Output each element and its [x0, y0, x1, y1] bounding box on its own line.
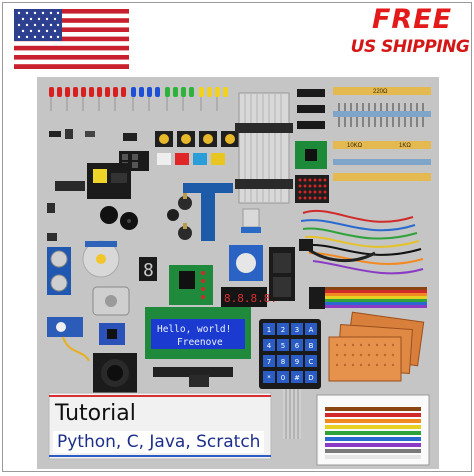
resistor-label-1k: 1KΩ	[399, 143, 411, 149]
proto-boards	[328, 311, 425, 382]
us-shipping-subtitle: US SHIPPING	[350, 37, 470, 57]
membrane-keypad: 1 2 3 A 4 5 6 B 7 8 9 C * 0 # D	[259, 319, 321, 439]
keypad-key: B	[309, 342, 314, 350]
lcd-display: Hello, world! Freenove	[145, 307, 251, 359]
keypad-key: #	[294, 374, 300, 382]
resistor-label-10k: 10KΩ	[347, 143, 363, 149]
keypad-key: 3	[295, 326, 299, 334]
keypad-key: 8	[281, 358, 285, 366]
keypad-key: 5	[281, 342, 285, 350]
keypad-key: A	[309, 326, 314, 334]
free-shipping-title: FREE	[371, 4, 453, 35]
keypad-key: 7	[267, 358, 271, 366]
tutorial-languages: Python, C, Java, Scratch	[53, 431, 265, 453]
keypad-key: 4	[267, 342, 272, 350]
tutorial-title: Tutorial	[55, 401, 136, 426]
keypad-key: 1	[267, 326, 271, 334]
seven-segment-four-digit: 8.8.8.8.	[224, 292, 277, 305]
rainbow-ribbon	[309, 287, 427, 309]
keypad-key: 9	[295, 358, 299, 366]
jumper-wires	[300, 209, 424, 275]
resistor-label-220: 220Ω	[373, 89, 388, 95]
keypad-key: 2	[281, 326, 285, 334]
seven-segment-single: 8	[143, 260, 154, 281]
resistor-color-card	[316, 394, 430, 466]
dot-matrix	[295, 175, 329, 203]
ultrasonic-sensor	[47, 247, 71, 295]
keypad-key: C	[309, 358, 314, 366]
joystick	[93, 353, 137, 393]
button-caps	[155, 131, 239, 165]
keypad-key: D	[308, 374, 313, 382]
product-image: FREE US SHIPPING	[2, 2, 472, 472]
keypad-key: 0	[281, 374, 285, 382]
keypad-key: 6	[295, 342, 300, 350]
lcd-line-1: Hello, world!	[157, 324, 231, 335]
ribbon-cable	[235, 92, 293, 204]
led-row	[49, 87, 228, 111]
lcd-line-2: Freenove	[177, 337, 223, 348]
resistor-strip	[333, 87, 431, 181]
keypad-key: *	[267, 374, 271, 382]
us-flag-icon	[14, 9, 129, 69]
